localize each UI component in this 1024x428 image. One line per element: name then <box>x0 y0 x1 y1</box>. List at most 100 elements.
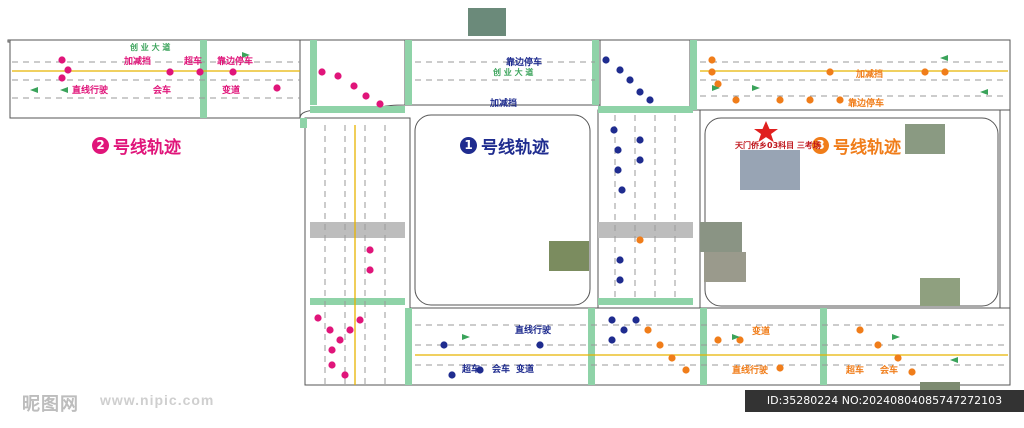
trajectory-dot <box>536 341 544 349</box>
trajectory-dot <box>646 96 654 104</box>
site-photos <box>468 8 960 408</box>
trajectory-dot <box>334 72 342 80</box>
trajectory-dot <box>806 96 814 104</box>
route-1-title: 1 号线轨迹 <box>460 133 549 158</box>
road-name-top-left: 创 业 大 道 <box>130 43 171 52</box>
trajectory-dot <box>708 56 716 64</box>
trajectory-dot <box>614 146 622 154</box>
trajectory-dot <box>836 96 844 104</box>
route-2-title-text: 号线轨迹 <box>113 138 181 158</box>
tag-r3-lane-change: 变道 <box>752 326 771 336</box>
route-3-trajectory <box>636 56 949 376</box>
route-3-title: 3 号线轨迹 <box>812 133 901 158</box>
trajectory-dot <box>58 74 66 82</box>
trajectory-dot <box>229 68 237 76</box>
tag-r1-overtake: 超车 <box>462 364 481 374</box>
tag-r2-shift: 加减挡 <box>124 56 152 66</box>
tag-r2-meet: 会车 <box>153 85 172 95</box>
tag-r3-meet: 会车 <box>880 365 899 375</box>
route-2-number: 2 <box>92 137 109 154</box>
trajectory-dot <box>318 68 326 76</box>
trajectory-dot <box>616 256 624 264</box>
route-2-title: 2 号线轨迹 <box>92 133 181 158</box>
trajectory-dot <box>636 236 644 244</box>
trajectory-dot <box>608 336 616 344</box>
image-id-bar: ID:35280224 NO:20240804085747272103 <box>745 390 1024 412</box>
trajectory-dot <box>708 68 716 76</box>
center-lines <box>12 70 1008 385</box>
trajectory-dot <box>776 96 784 104</box>
route-3-number: 3 <box>812 137 829 154</box>
trajectory-dot <box>941 68 949 76</box>
trajectory-dot <box>736 336 744 344</box>
trajectory-dot <box>362 92 370 100</box>
exam-site-label: 天门侨乡03科目 三考场 <box>735 141 821 150</box>
zebra-crossings <box>310 222 693 238</box>
trajectory-dot <box>874 341 882 349</box>
tag-r3-straight: 直线行驶 <box>732 365 769 375</box>
tag-r3-overtake: 超车 <box>846 365 865 375</box>
trajectory-dot <box>328 346 336 354</box>
trajectory-dot <box>618 186 626 194</box>
tag-r1-pullover: 靠边停车 <box>506 57 543 67</box>
tag-r3-shift: 加减挡 <box>856 69 884 79</box>
trajectory-dot <box>616 66 624 74</box>
trajectory-dot <box>636 88 644 96</box>
route-1-number: 1 <box>460 137 477 154</box>
trajectory-dot <box>376 100 384 108</box>
star-icon <box>754 121 778 143</box>
trajectory-dot <box>356 316 364 324</box>
trajectory-dot <box>328 361 336 369</box>
trajectory-dot <box>58 56 66 64</box>
trajectory-dot <box>602 56 610 64</box>
trajectory-dot <box>626 76 634 84</box>
trajectory-dot <box>668 354 676 362</box>
trajectory-dot <box>346 326 354 334</box>
trajectory-dot <box>366 266 374 274</box>
tag-r1-lane-change: 变道 <box>516 364 535 374</box>
trajectory-dot <box>856 326 864 334</box>
trajectory-dot <box>644 326 652 334</box>
trajectory-dot <box>326 326 334 334</box>
trajectory-dot <box>314 314 322 322</box>
trajectory-dot <box>714 80 722 88</box>
trajectory-dot <box>682 366 690 374</box>
trajectory-dot <box>440 341 448 349</box>
route-3-title-text: 号线轨迹 <box>833 138 901 158</box>
trajectory-dot <box>732 96 740 104</box>
trajectory-dot <box>714 336 722 344</box>
trajectory-dot <box>350 82 358 90</box>
trajectory-dot <box>636 156 644 164</box>
watermark-brand: 昵图网 <box>22 394 79 414</box>
trajectory-dot <box>921 68 929 76</box>
watermark-url: www.nipic.com <box>100 392 215 408</box>
trajectory-dot <box>341 371 349 379</box>
green-crosswalks <box>200 40 827 385</box>
tag-r2-pullover: 靠边停车 <box>217 56 254 66</box>
trajectory-dot <box>476 366 484 374</box>
trajectory-dot <box>366 246 374 254</box>
route-1-trajectory <box>440 56 654 379</box>
trajectory-dot <box>656 341 664 349</box>
route-2-trajectory <box>58 56 384 379</box>
tag-r2-lane-change: 变道 <box>222 85 241 95</box>
trajectory-dot <box>196 68 204 76</box>
tag-r1-straight: 直线行驶 <box>515 325 552 335</box>
trajectory-dot <box>776 364 784 372</box>
tag-r3-pullover: 靠边停车 <box>848 98 885 108</box>
trajectory-dot <box>448 371 456 379</box>
route-1-title-text: 号线轨迹 <box>481 138 549 158</box>
tag-r2-straight: 直线行驶 <box>72 85 109 95</box>
trajectory-dot <box>614 166 622 174</box>
tag-r1-shift: 加减挡 <box>490 98 518 108</box>
trajectory-dot <box>616 276 624 284</box>
tag-r1-meet: 会车 <box>492 364 511 374</box>
trajectory-dot <box>632 316 640 324</box>
trajectory-dot <box>894 354 902 362</box>
trajectory-dot <box>610 126 618 134</box>
trajectory-dot <box>620 326 628 334</box>
trajectory-dot <box>166 68 174 76</box>
direction-arrows <box>30 52 988 363</box>
tag-r2-overtake: 超车 <box>184 56 203 66</box>
